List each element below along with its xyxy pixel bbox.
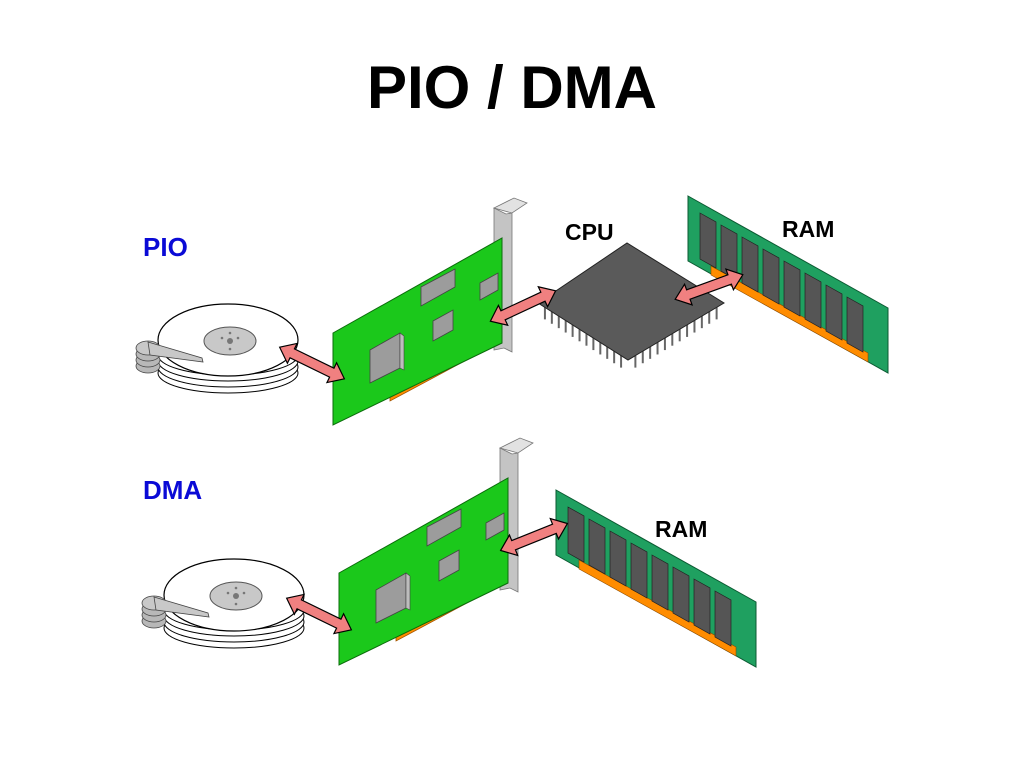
ram-module-icon [555, 489, 757, 668]
cpu-label: CPU [565, 219, 614, 245]
cpu-chip-icon [537, 242, 725, 368]
dma-section-label: DMA [143, 475, 203, 505]
slide-title: PIO / DMA [366, 54, 657, 121]
pio-section-label: PIO [143, 232, 188, 262]
ram-label-dma: RAM [655, 516, 708, 542]
ram-label-pio: RAM [782, 216, 835, 242]
hard-disk-icon [135, 303, 299, 394]
hard-disk-icon [141, 558, 305, 649]
